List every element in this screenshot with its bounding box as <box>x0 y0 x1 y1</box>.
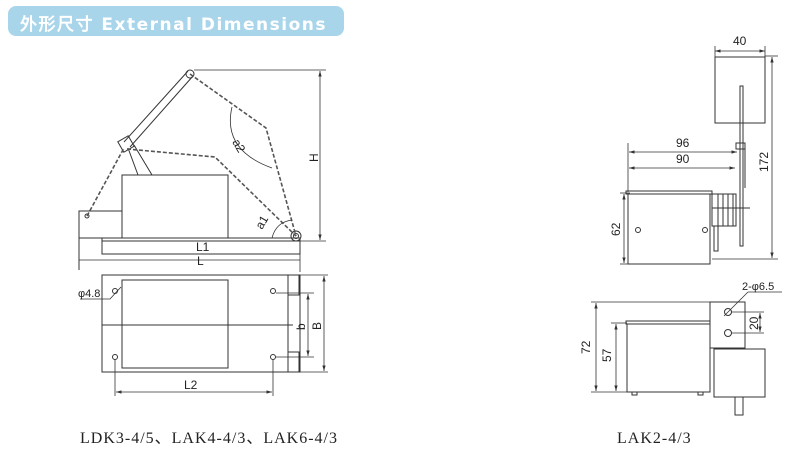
section-header: 外形尺寸 External Dimensions <box>8 6 344 36</box>
dimension-b-label: B <box>310 322 324 330</box>
left-caption: LDK3-4/5、LAK4-4/3、LAK6-4/3 <box>80 430 338 447</box>
coil <box>711 193 737 227</box>
right-caption: LAK2-4/3 <box>617 430 692 447</box>
dimension-96-label: 96 <box>676 136 690 150</box>
dimension-90-label: 90 <box>676 152 690 166</box>
dimension-172-label: 172 <box>757 152 771 172</box>
dimension-72-label: 72 <box>579 340 593 354</box>
hole-diameter-label: φ4.8 <box>78 288 100 300</box>
main-housing <box>121 174 229 239</box>
dimension-20-label: 20 <box>747 316 761 330</box>
dimension-h-label: H <box>307 153 321 162</box>
dimension-57-label: 57 <box>600 348 614 362</box>
angle-a1-arc <box>271 219 293 239</box>
dimension-l-label: L <box>197 254 204 268</box>
dimension-b-small-label: b <box>294 323 308 330</box>
ldk-side-view: a2 a1 H L1 L <box>78 69 326 272</box>
dimension-62-label: 62 <box>609 222 623 236</box>
angle-a1-label: a1 <box>252 213 271 232</box>
dimension-l2-label: L2 <box>184 378 198 392</box>
dimension-l1-label: L1 <box>196 240 210 254</box>
lak2-side-view: 40 172 96 90 62 <box>609 34 778 265</box>
angle-a2-arc <box>230 106 273 169</box>
ldk-plan-view: φ4.8 b B L2 LDK3-4/5、LAK4-4/3、LAK6-4/3 <box>78 274 338 447</box>
lak2-plan-view: 2-φ6.5 20 72 57 LAK2-4/3 <box>579 281 782 447</box>
section-title: 外形尺寸 External Dimensions <box>20 15 327 35</box>
mount-holes-label: 2-φ6.5 <box>742 281 774 293</box>
angle-a2-label: a2 <box>229 137 248 156</box>
base-pivot <box>290 230 302 242</box>
top-pivot <box>185 69 195 79</box>
dimension-40-label: 40 <box>733 34 747 48</box>
